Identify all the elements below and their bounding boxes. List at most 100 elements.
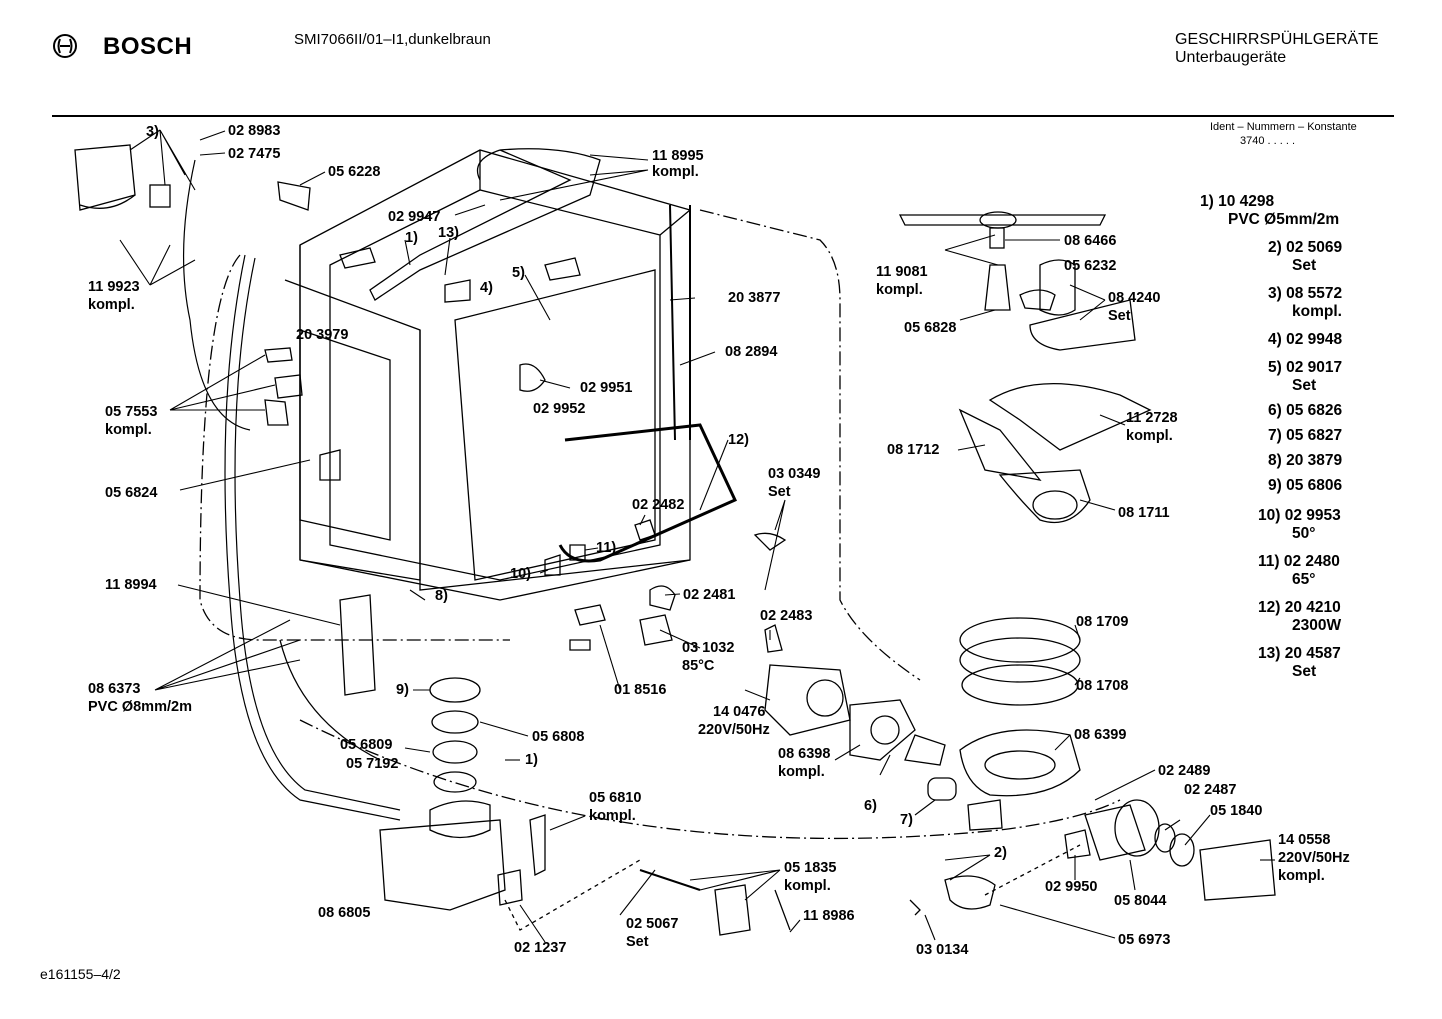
label-item-4: 4) [480, 280, 493, 296]
legend-item: 8) 20 3879 [1268, 452, 1342, 470]
label-027475: 02 7475 [228, 146, 281, 162]
label-086373: 08 6373 [88, 681, 141, 697]
drawing-code: e161155–4/2 [40, 966, 121, 982]
legend-item: 13) 20 4587 [1258, 645, 1341, 663]
label-203877: 20 3877 [728, 290, 781, 306]
label-086373-spec: PVC Ø8mm/2m [88, 699, 192, 715]
legend-code: 20 4210 [1284, 599, 1341, 616]
label-056808: 05 6808 [532, 729, 585, 745]
label-084240: 08 4240 [1108, 290, 1161, 306]
label-022487: 02 2487 [1184, 782, 1237, 798]
label-056809: 05 6809 [340, 737, 393, 753]
bosch-logo [52, 33, 78, 64]
legend-note: Set [1292, 663, 1317, 680]
label-028983: 02 8983 [228, 123, 281, 139]
label-112728-kompl: kompl. [1126, 428, 1173, 444]
label-022489: 02 2489 [1158, 763, 1211, 779]
label-140558-spec: 220V/50Hz [1278, 850, 1350, 866]
label-086805: 08 6805 [318, 905, 371, 921]
legend-code: 10 4298 [1218, 193, 1275, 210]
legend-number: 9) [1268, 477, 1282, 494]
label-140558-kompl: kompl. [1278, 868, 1325, 884]
label-081709: 08 1709 [1076, 614, 1129, 630]
label-084240-set: Set [1108, 308, 1131, 324]
label-item-8: 8) [435, 588, 448, 604]
label-051840: 05 1840 [1210, 803, 1263, 819]
label-118994: 11 8994 [105, 577, 157, 593]
legend-number: 12) [1258, 599, 1281, 616]
brand-name: BOSCH [103, 33, 193, 60]
legend-code: 05 6826 [1286, 402, 1343, 419]
label-item-1b: 1) [525, 752, 538, 768]
label-140558: 14 0558 [1278, 832, 1331, 848]
legend-code: 20 3879 [1286, 452, 1343, 469]
legend-code: 02 9953 [1284, 507, 1341, 524]
legend-item: 3) 08 5572 [1268, 285, 1342, 303]
legend-item: 12) 20 4210 [1258, 599, 1341, 617]
legend-number: 13) [1258, 645, 1281, 662]
ident-title: Ident – Nummern – Konstante [1210, 121, 1357, 133]
legend-note: Set [1292, 377, 1317, 394]
ident-value: 3740 . . . . . [1240, 135, 1296, 147]
label-022483: 02 2483 [760, 608, 813, 624]
label-140476-spec: 220V/50Hz [698, 722, 770, 738]
label-item-9: 9) [396, 682, 409, 698]
legend-number: 2) [1268, 239, 1282, 256]
label-item-5: 5) [512, 265, 525, 281]
legend-note: 65° [1292, 571, 1316, 588]
legend-item: 4) 02 9948 [1268, 331, 1342, 349]
label-112728: 11 2728 [1126, 410, 1178, 426]
legend-number: 3) [1268, 285, 1282, 302]
label-030349: 03 0349 [768, 466, 821, 482]
label-056228: 05 6228 [328, 164, 381, 180]
label-086399: 08 6399 [1074, 727, 1127, 743]
legend-number: 8) [1268, 452, 1282, 469]
label-086398: 08 6398 [778, 746, 831, 762]
legend-note: kompl. [1292, 303, 1342, 320]
label-030349-set: Set [768, 484, 791, 500]
legend-note: 50° [1292, 525, 1316, 542]
label-081708: 08 1708 [1076, 678, 1129, 694]
label-082894: 08 2894 [725, 344, 778, 360]
legend-item: 10) 02 9953 [1258, 507, 1341, 525]
legend-code: 05 6806 [1286, 477, 1343, 494]
legend-number: 10) [1258, 507, 1281, 524]
legend-item: 11) 02 2480 [1258, 553, 1340, 571]
label-057553: 05 7553 [105, 404, 158, 420]
legend-number: 11) [1258, 553, 1280, 570]
label-056828: 05 6828 [904, 320, 957, 336]
legend-item: 7) 05 6827 [1268, 427, 1342, 445]
label-item-13: 13) [438, 225, 459, 241]
legend-item: 2) 02 5069 [1268, 239, 1342, 257]
legend-note: 2300W [1292, 617, 1342, 634]
label-025067: 02 5067 [626, 916, 679, 932]
legend-item: 9) 05 6806 [1268, 477, 1342, 495]
label-029950: 02 9950 [1045, 879, 1098, 895]
label-057553-kompl: kompl. [105, 422, 152, 438]
legend-list: 1) 10 4298 PVC Ø5mm/2m 2) 02 5069 Set 3)… [1200, 193, 1400, 693]
label-119923: 11 9923 [88, 279, 140, 295]
label-056810-kompl: kompl. [589, 808, 636, 824]
legend-code: 05 6827 [1286, 427, 1343, 444]
legend-item: 6) 05 6826 [1268, 402, 1342, 420]
label-031032-temp: 85°C [682, 658, 715, 674]
label-item-2: 2) [994, 845, 1007, 861]
legend-number: 6) [1268, 402, 1282, 419]
label-item-10: 10) [510, 566, 531, 582]
legend-code: 20 4587 [1284, 645, 1341, 662]
legend-code: 02 5069 [1286, 239, 1343, 256]
legend-code: 02 9017 [1286, 359, 1343, 376]
label-081711: 08 1711 [1118, 505, 1170, 521]
label-119923-kompl: kompl. [88, 297, 135, 313]
label-119081: 11 9081 [876, 264, 928, 280]
legend-code: 08 5572 [1286, 285, 1343, 302]
label-119081-kompl: kompl. [876, 282, 923, 298]
label-021237: 02 1237 [514, 940, 567, 956]
legend-number: 7) [1268, 427, 1282, 444]
legend-number: 5) [1268, 359, 1282, 376]
label-030134: 03 0134 [916, 942, 969, 958]
label-056232: 05 6232 [1064, 258, 1117, 274]
label-051835-kompl: kompl. [784, 878, 831, 894]
legend-item: 5) 02 9017 [1268, 359, 1342, 377]
